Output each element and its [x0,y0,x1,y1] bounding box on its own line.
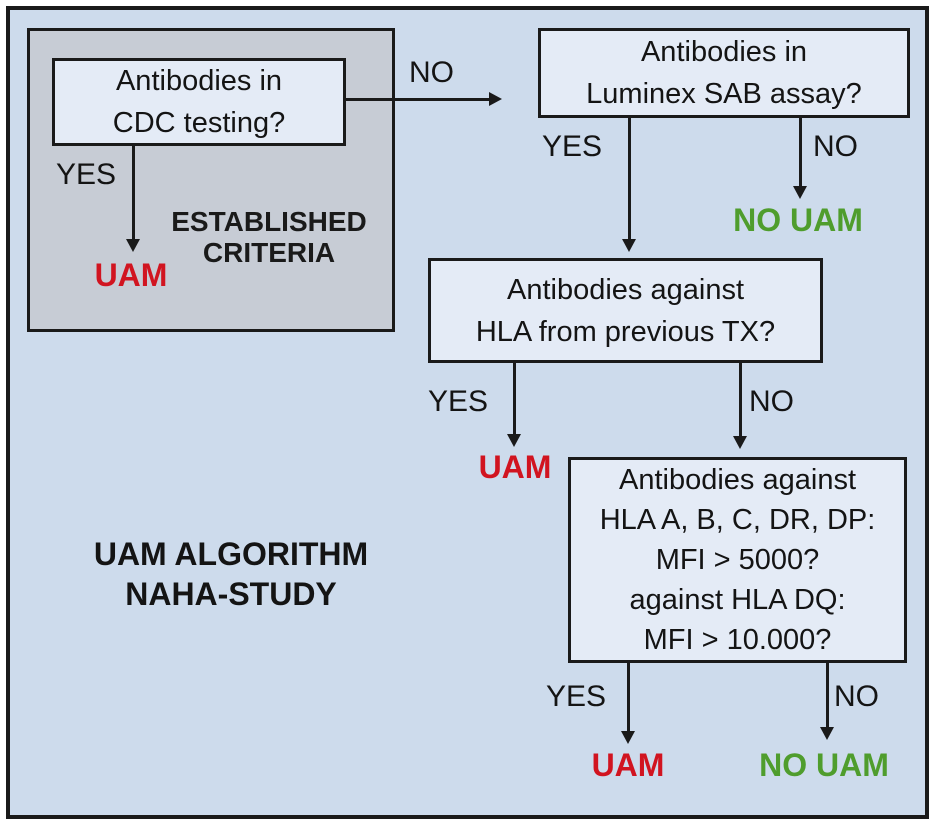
box-luminex-sab: Antibodies in Luminex SAB assay? [538,28,910,118]
label-yes-cdc: YES [56,158,117,191]
box-previous-tx: Antibodies against HLA from previous TX? [428,258,823,363]
outcome-no-uam-luminex: NO UAM [733,202,863,238]
box-mfi-threshold: Antibodies against HLA A, B, C, DR, DP: … [568,457,907,663]
diagram-title: UAM ALGORITHM NAHA-STUDY [75,534,387,614]
outcome-uam-previous-tx: UAM [478,449,552,485]
arrow-luminex-yes [622,118,636,252]
arrow-mfi-no [820,663,834,740]
box-luminex-line2: Luminex SAB assay? [586,78,862,110]
outcome-uam-cdc: UAM [94,257,168,293]
label-no-mfi: NO [834,680,879,713]
label-established-criteria: ESTABLISHED CRITERIA [160,206,378,268]
outcome-uam-mfi: UAM [591,747,665,783]
box-cdc-line2: CDC testing? [112,107,286,139]
established-line2: CRITERIA [202,237,336,268]
box-cdc-line1: Antibodies in [115,65,283,97]
label-no-cdc: NO [409,56,454,89]
box-mfi-line3: MFI > 5000? [655,544,820,576]
box-mfi-line2: HLA A, B, C, DR, DP: [599,504,876,536]
label-yes-previous-tx: YES [428,385,489,418]
label-no-luminex: NO [813,130,858,163]
label-no-previous-tx: NO [749,385,794,418]
outcome-no-uam-mfi: NO UAM [759,747,889,783]
label-yes-luminex: YES [542,130,603,163]
box-previous-tx-line2: HLA from previous TX? [475,315,776,348]
arrow-cdc-no [345,92,502,106]
box-mfi-line5: MFI > 10.000? [643,624,832,656]
box-mfi-line1: Antibodies against [619,464,856,496]
box-previous-tx-line1: Antibodies against [507,273,744,306]
arrow-previous-tx-no [733,363,747,449]
arrow-cdc-yes [126,146,140,252]
arrow-mfi-yes [621,663,635,744]
box-luminex-line1: Antibodies in [640,36,808,68]
box-cdc-testing: Antibodies in CDC testing? [52,58,346,146]
diagram-title-line1: UAM ALGORITHM [93,536,369,572]
arrow-luminex-no [793,118,807,199]
established-line1: ESTABLISHED [171,206,367,237]
label-yes-mfi: YES [546,680,607,713]
diagram-title-line2: NAHA-STUDY [125,576,337,612]
box-mfi-line4: against HLA DQ: [629,584,846,616]
arrow-previous-tx-yes [507,363,521,447]
